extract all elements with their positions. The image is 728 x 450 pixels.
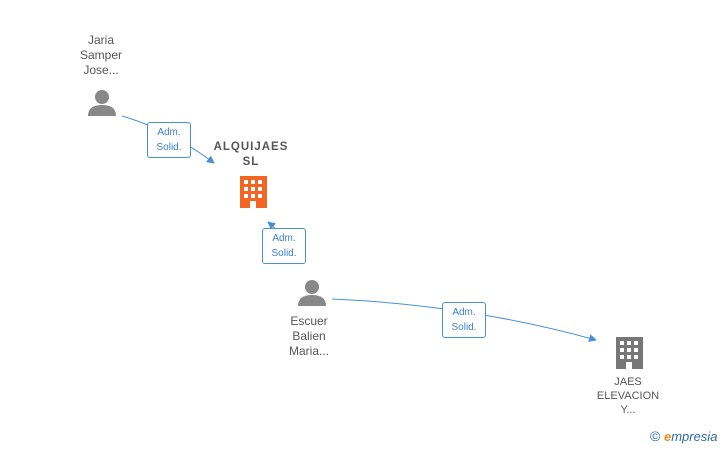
edge-label: Adm. Solid. (262, 228, 306, 264)
company-node-label[interactable]: JAES ELEVACION Y... (578, 375, 678, 417)
edge-label: Adm. Solid. (442, 302, 486, 338)
company-name-line: JAES (614, 376, 642, 388)
person-name-line: Maria... (288, 344, 329, 358)
person-node-label[interactable]: Escuer Balien Maria... (259, 314, 359, 359)
brand-logo-text: mpresia (671, 429, 718, 444)
company-node-label[interactable]: ALQUIJAES SL (201, 140, 301, 170)
edge-role-line: Adm. (157, 127, 181, 138)
copyright-icon: © (650, 428, 661, 444)
person-icon[interactable] (88, 90, 116, 116)
person-icon[interactable] (298, 280, 326, 306)
company-name-line: SL (242, 156, 260, 168)
person-name-line: Escuer (290, 314, 328, 328)
edge-role-line: Solid. (156, 142, 182, 153)
building-icon[interactable] (240, 176, 267, 208)
person-name-line: Samper (79, 48, 123, 62)
person-name-line: Jaria (87, 33, 114, 47)
person-node-label[interactable]: Jaria Samper Jose... (51, 33, 151, 78)
company-name-line: ALQUIJAES (213, 141, 289, 153)
company-name-line: ELEVACION (596, 390, 660, 402)
person-name-line: Balien (292, 329, 326, 343)
edge-role-line: Adm. (452, 307, 476, 318)
building-icon[interactable] (616, 337, 643, 369)
company-name-line: Y... (620, 404, 636, 416)
edge-role-line: Adm. (272, 233, 296, 244)
brand-watermark: © empresia (650, 428, 717, 444)
edge-role-line: Solid. (451, 322, 477, 333)
brand-logo-e: e (663, 429, 672, 444)
person-name-line: Jose... (83, 63, 119, 77)
edge-label: Adm. Solid. (147, 122, 191, 158)
edge-role-line: Solid. (271, 248, 297, 259)
